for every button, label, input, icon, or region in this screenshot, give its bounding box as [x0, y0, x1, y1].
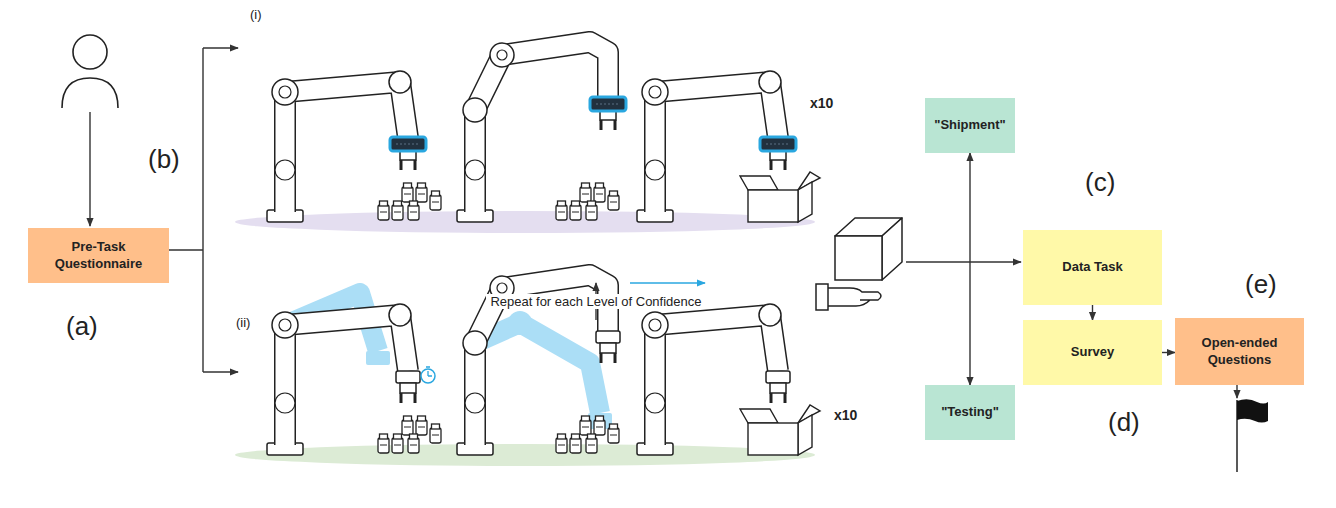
drawing-path	[630, 282, 705, 284]
connector	[1162, 352, 1175, 353]
drawing-use	[267, 304, 420, 455]
drawing-rect	[835, 236, 882, 280]
connector	[969, 153, 970, 385]
edge-label: Repeat for each Level of Confidence	[486, 294, 705, 310]
box-text: Data Task	[1062, 259, 1122, 275]
drawing-use	[590, 97, 626, 111]
box-text: "Testing"	[941, 404, 999, 420]
box-text: Pre-Task Questionnaire	[34, 239, 163, 272]
branch-line	[165, 48, 203, 372]
drawing-use	[556, 416, 619, 453]
drawing-use	[740, 405, 820, 455]
drawing-use	[760, 137, 796, 151]
step-label: (b)	[148, 145, 180, 174]
drawing-ellipse	[235, 444, 815, 466]
condition-box: "Shipment"	[925, 98, 1015, 153]
drawing-use	[637, 304, 790, 455]
box-text: Survey	[1071, 344, 1114, 360]
repeat-count: x10	[810, 96, 833, 111]
drawing-use	[740, 172, 820, 222]
row-label: (i)	[250, 8, 262, 22]
drawing-rect	[816, 284, 828, 310]
drawing-rect	[366, 351, 390, 365]
drawing-use	[390, 137, 426, 151]
drawing-use	[556, 183, 619, 220]
row-label: (ii)	[236, 316, 250, 330]
drawing-ellipse	[235, 211, 815, 233]
drawing-path	[828, 288, 881, 306]
drawing-use	[378, 183, 441, 220]
branch-arrow	[203, 371, 238, 372]
drawing-path	[62, 78, 118, 108]
branch-arrow	[203, 47, 238, 48]
step-label: (c)	[1085, 168, 1115, 197]
repeat-count: x10	[834, 408, 857, 423]
box-text: "Shipment"	[934, 117, 1006, 133]
finish-flag	[1237, 399, 1268, 472]
task-box: Data Task	[1023, 230, 1162, 305]
survey-box: Survey	[1023, 320, 1162, 385]
step-label: (a)	[66, 312, 98, 341]
drawing-use	[378, 416, 441, 453]
flow-arrow	[1236, 385, 1237, 398]
drawing-path	[1237, 399, 1268, 422]
drawing-polygon	[882, 218, 902, 280]
connector	[1092, 305, 1093, 320]
drawing-use	[457, 42, 620, 222]
drawing-circle	[508, 311, 532, 335]
robot-row-bottom	[235, 275, 820, 466]
robot-row-top	[235, 42, 820, 233]
questions-box: Open-ended Questions	[1175, 318, 1304, 385]
flow-arrow	[906, 261, 1021, 262]
questionnaire-box: Pre-Task Questionnaire	[28, 228, 169, 283]
step-label: (d)	[1108, 408, 1140, 437]
flow-arrow	[89, 112, 90, 226]
box-hand-icon	[816, 218, 902, 310]
step-label: (e)	[1245, 270, 1277, 299]
box-text: Open-ended Questions	[1181, 335, 1298, 368]
drawing-circle	[73, 35, 107, 69]
person-icon	[62, 35, 118, 108]
condition-box: "Testing"	[925, 385, 1015, 440]
drawing-path	[426, 367, 432, 376]
